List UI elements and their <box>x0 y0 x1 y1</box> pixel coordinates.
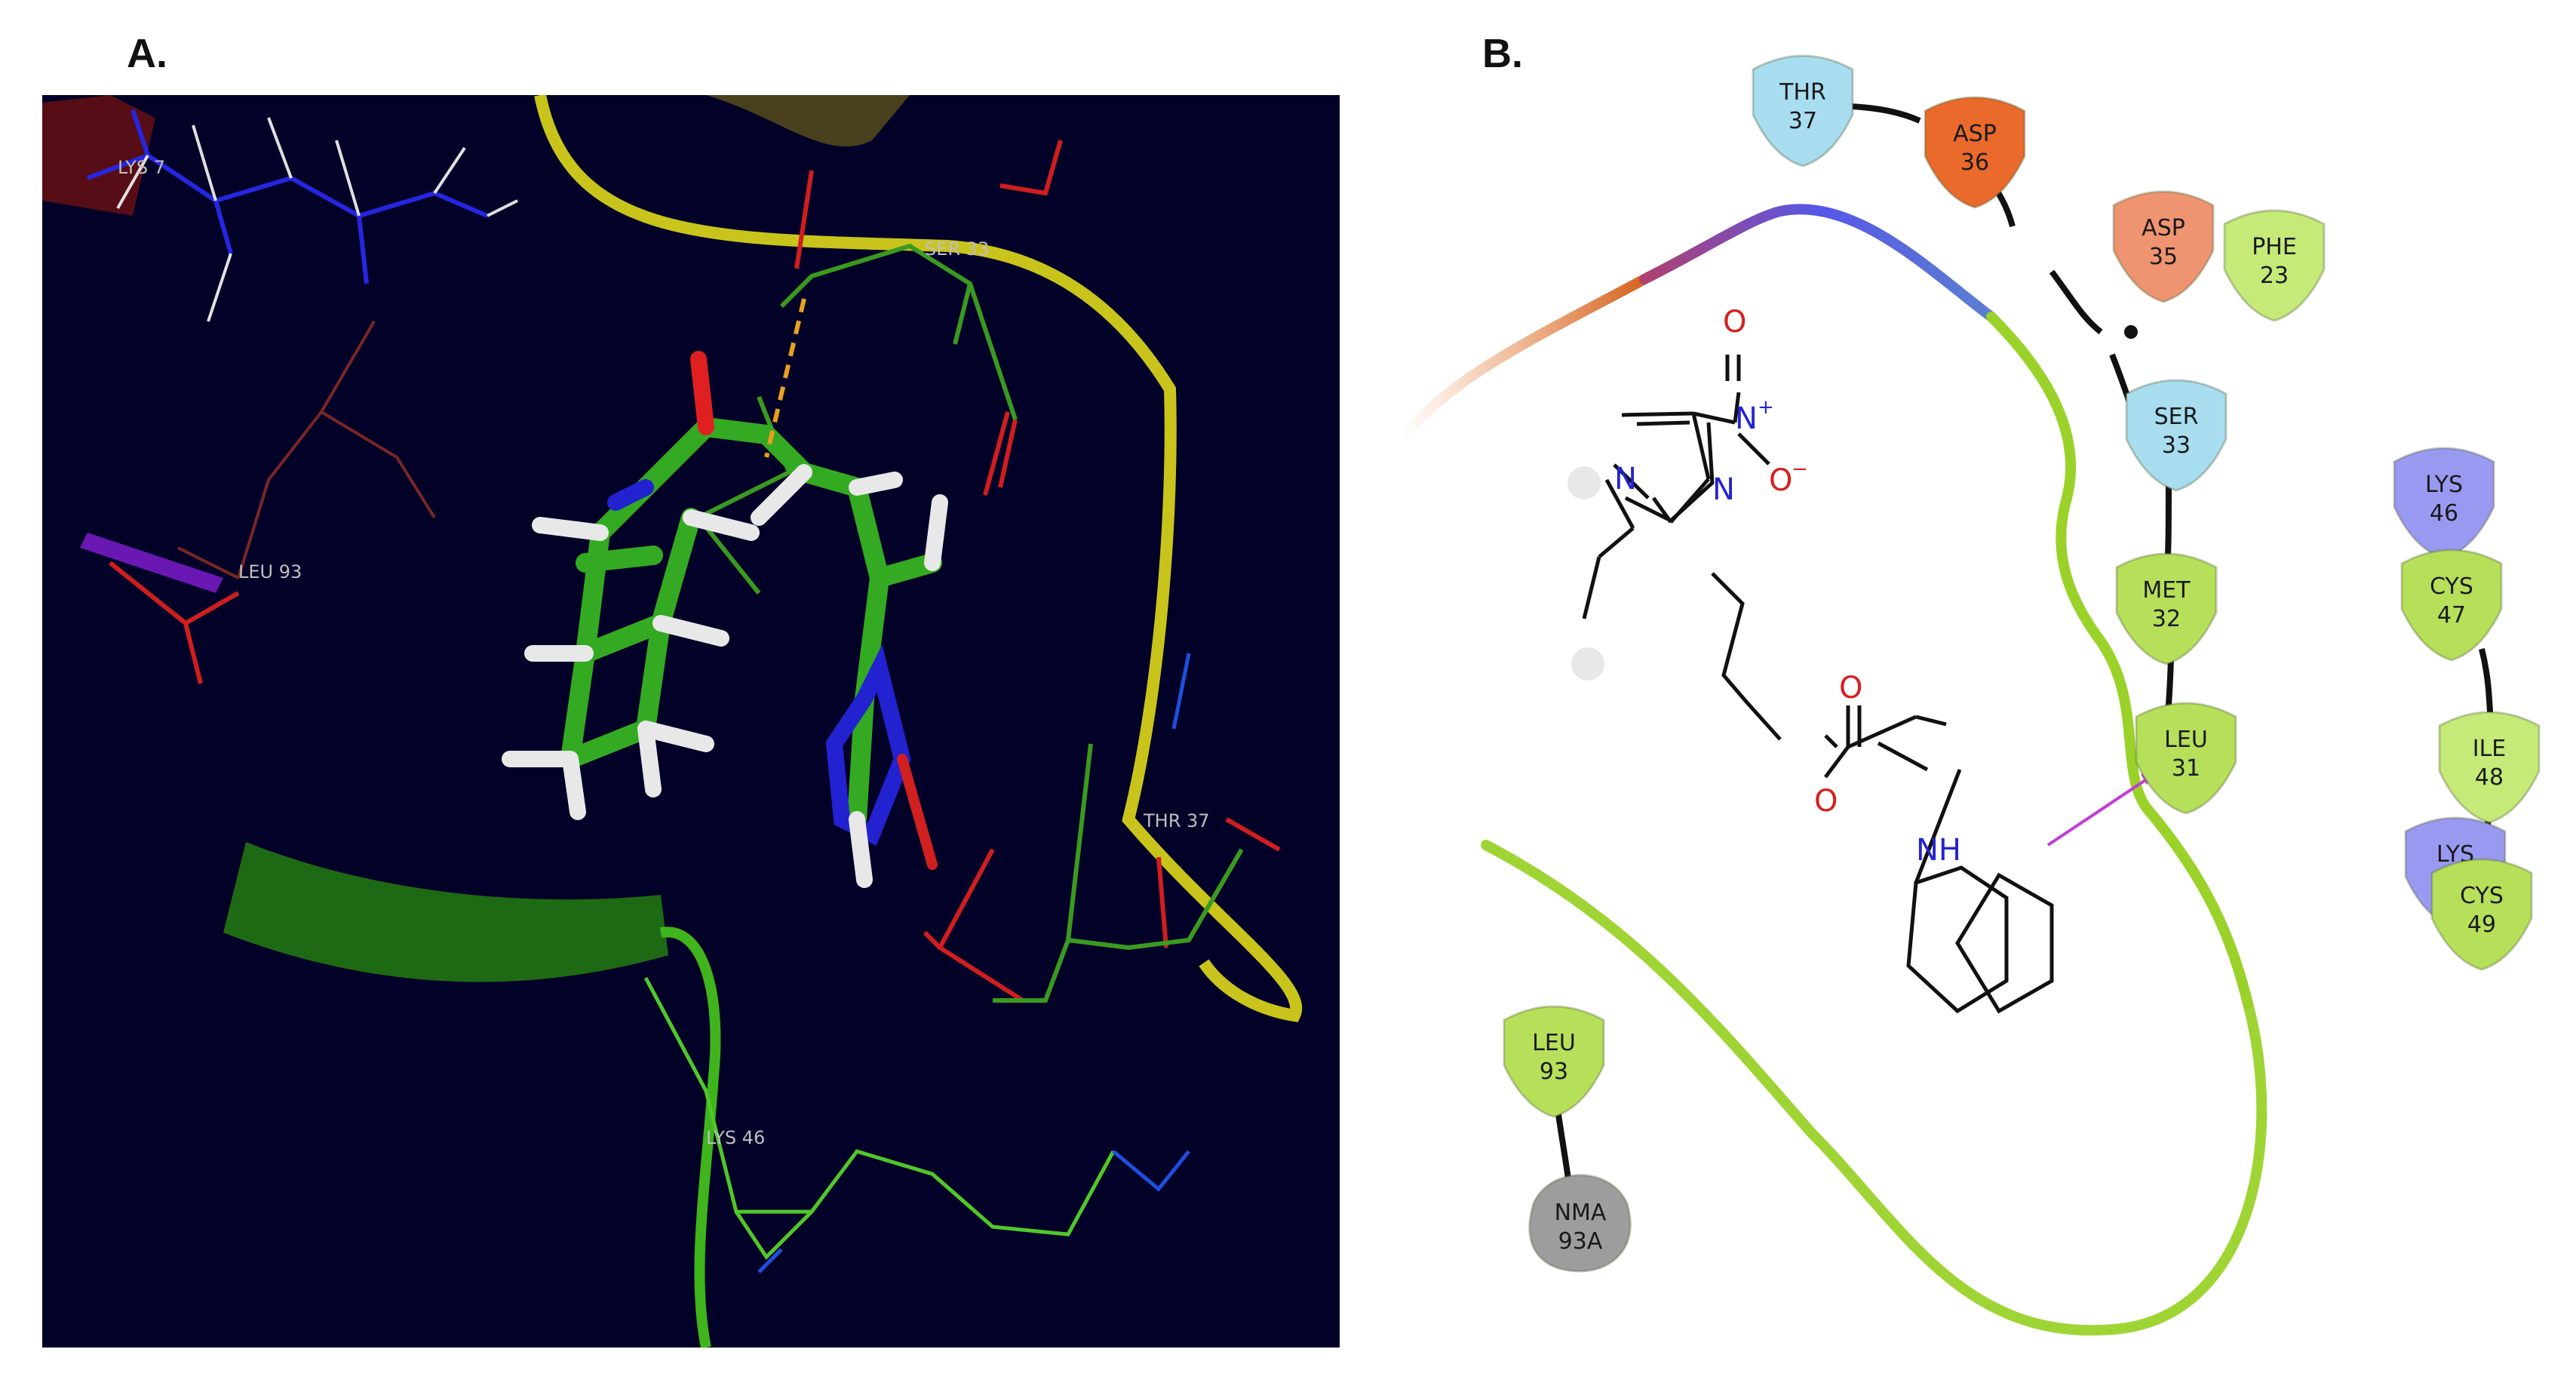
residue-shape <box>2223 209 2326 322</box>
pocket-outline-green <box>1986 312 2253 1009</box>
residue-name: ASP <box>2142 215 2185 241</box>
ribbon-green-coil <box>659 927 721 1348</box>
residue-red-wire <box>109 140 1281 1003</box>
residue-number: 36 <box>1960 149 1989 176</box>
residue-lys46-wire <box>643 976 1116 1260</box>
residue-number: 93 <box>1540 1059 1568 1085</box>
ligand-bonds <box>1582 355 2054 1014</box>
residue-name: SER <box>2154 404 2199 430</box>
residue-asp-35: ASP 35 <box>2112 190 2215 303</box>
atom-nh: NH <box>1916 833 1961 868</box>
residue-shape <box>2115 552 2218 665</box>
residue-phe-23: PHE 23 <box>2223 209 2326 322</box>
pocket-outline-blue <box>1639 204 1997 322</box>
residue-shape <box>1528 1174 1632 1273</box>
ligand-ring-bonds <box>1624 422 2009 1014</box>
ribbon-yellow <box>534 95 1302 1022</box>
ribbon-gold-top <box>706 95 910 147</box>
residue-name: LEU <box>1532 1030 1576 1056</box>
panel-a-background <box>42 95 1340 1348</box>
residue-number: 33 <box>2162 432 2191 459</box>
ribbon-purple <box>80 533 223 593</box>
label-lys46: LYS 46 <box>706 1127 765 1148</box>
residue-name: CYS <box>2430 573 2473 600</box>
residue-shape <box>2135 702 2237 815</box>
residue-name: ASP <box>1953 121 1997 147</box>
atom-nitro-plus: + <box>1758 396 1774 419</box>
ligand-bond-hidden <box>1901 800 1916 883</box>
residue-shape <box>1503 1005 1605 1118</box>
residue-number: 37 <box>1788 108 1817 134</box>
residue-number: 35 <box>2149 244 2178 270</box>
label-thr37: THR 37 <box>1143 810 1210 831</box>
solvent-halo-n <box>1567 466 1601 499</box>
hbond-arrow <box>2046 776 2151 847</box>
pocket-outline-orange <box>1398 274 1650 443</box>
ribbon-red <box>42 95 155 216</box>
residue-shape <box>2438 711 2541 824</box>
residue-number: 46 <box>2430 500 2458 527</box>
ligand-sticks <box>502 351 948 888</box>
residue-leu93-wire <box>177 320 436 579</box>
residue-shape <box>2112 190 2215 303</box>
residue-shape <box>2400 549 2503 662</box>
residue-leu-93: LEU 93 <box>1503 1005 1605 1118</box>
residue-name: LEU <box>2164 727 2208 753</box>
residue-number: 49 <box>2467 911 2496 938</box>
atom-o-minus: O <box>1769 463 1792 498</box>
atom-n2: N <box>1712 472 1735 507</box>
label-lys7: LYS 7 <box>118 157 165 178</box>
atom-o-top: O <box>1723 305 1746 340</box>
atom-n1: N <box>1614 462 1637 496</box>
solvent-halo-methyl <box>1571 647 1604 681</box>
residue-shape <box>2125 379 2228 492</box>
label-leu93: LEU 93 <box>238 561 302 582</box>
residue-name: MET <box>2142 577 2191 604</box>
residue-number: 47 <box>2437 602 2466 628</box>
residue-name: CYS <box>2460 883 2504 909</box>
atom-minus: − <box>1792 458 1808 481</box>
residue-number: 31 <box>2172 755 2200 782</box>
atom-nitro-n: N <box>1735 401 1758 436</box>
residue-chains <box>1551 103 2494 1185</box>
chain-node <box>2124 325 2138 339</box>
atom-o-carbonyl: O <box>1839 671 1862 705</box>
residue-name: ILE <box>2473 736 2507 762</box>
residue-name: NMA <box>1555 1200 1607 1226</box>
pocket-outline-green-lower <box>1481 840 2267 1336</box>
label-ser33: SER 33 <box>925 238 989 260</box>
residue-name: PHE <box>2252 234 2297 260</box>
residue-hydrogens-a <box>116 117 518 322</box>
residue-number: 32 <box>2152 606 2181 632</box>
ligand-bond-nh <box>1877 741 1929 772</box>
residue-shape <box>2430 858 2533 971</box>
residue-name: LYS <box>2425 472 2463 498</box>
residue-name: THR <box>1779 79 1826 106</box>
residue-number: 93A <box>1558 1228 1603 1255</box>
atom-o-ester: O <box>1814 784 1838 819</box>
residue-blue-n <box>757 653 1191 1274</box>
docking-3d-view: LYS 7 SER 33 LEU 93 THR 37 LYS 46 <box>42 95 1340 1348</box>
panel-a-label: A. <box>127 31 167 76</box>
ribbon-green-sheet <box>223 842 668 982</box>
panel-b-label: B. <box>1482 31 1523 76</box>
residue-number: 23 <box>2260 263 2289 289</box>
residue-number: 48 <box>2475 764 2504 791</box>
residue-shape <box>1924 96 2026 209</box>
hbond-dashed <box>764 298 806 458</box>
residue-shape <box>2393 447 2495 560</box>
residue-shape <box>1752 54 1854 167</box>
